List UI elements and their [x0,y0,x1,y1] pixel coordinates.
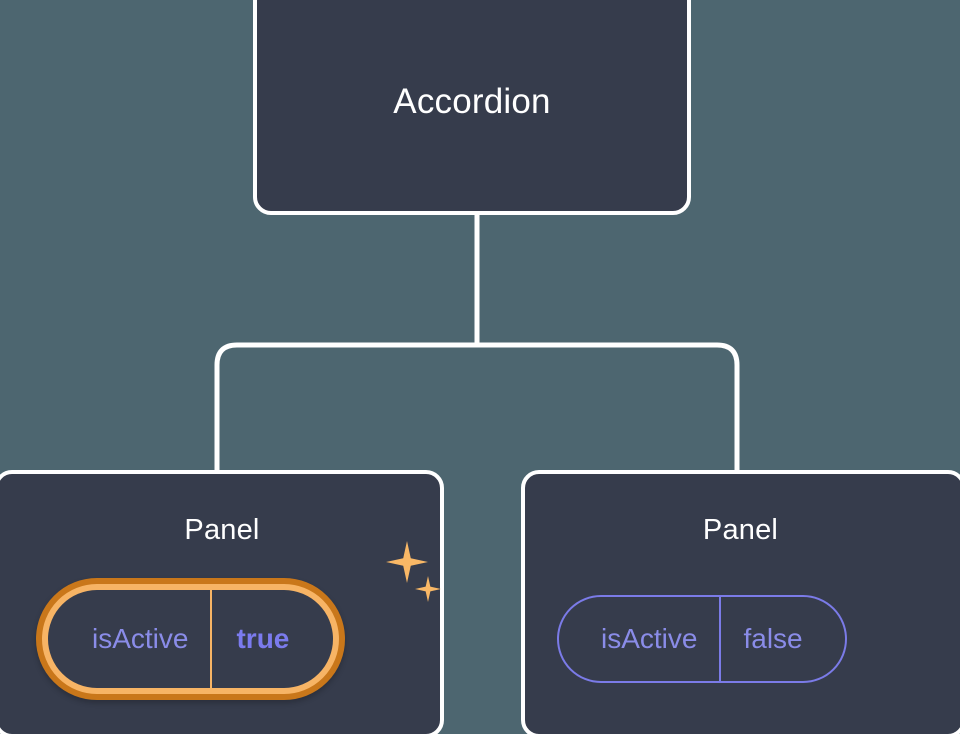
node-panel-active-title: Panel [184,514,260,546]
prop-pill-isactive-true[interactable]: isActive true [36,578,346,700]
prop-pill-highlight-ring: isActive true [36,578,346,700]
node-panel-inactive-title: Panel [702,514,779,546]
node-accordion[interactable]: Accordion [253,0,691,215]
prop-pill-outline: isActive false [557,595,847,683]
prop-key-label: isActive [601,623,698,654]
prop-pill-isactive-false[interactable]: isActive false [557,595,847,683]
prop-key-label: isActive [92,623,189,654]
prop-value-label: true [210,590,333,688]
connector-branch-bar [214,342,740,470]
node-accordion-title: Accordion [393,82,551,121]
prop-pill-inner: isActive true [48,590,334,688]
prop-value-label: false [719,597,844,681]
